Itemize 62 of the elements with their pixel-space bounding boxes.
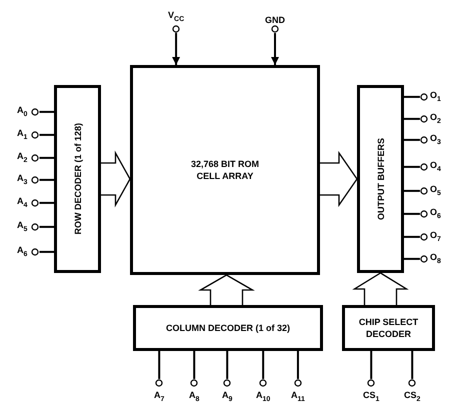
signal-line (39, 202, 54, 204)
arrow (172, 32, 180, 65)
block-label: OUTPUT BUFFERS (374, 138, 386, 220)
signal-line (158, 351, 160, 379)
pin-label: V$_{CC}$ (168, 10, 184, 25)
signal-line (404, 258, 420, 260)
pin-label: A$_{9}$ (222, 390, 232, 405)
pin-label: A$_{4}$ (17, 196, 28, 210)
pin-label: O$_{1}$ (430, 90, 441, 104)
pin-label: A$_{11}$ (291, 390, 305, 405)
pin-label: O$_{7}$ (430, 230, 441, 244)
pin-label: A$_{10}$ (256, 390, 270, 405)
signal-line (411, 351, 414, 379)
signal-line (370, 351, 372, 379)
decoder-block (133, 305, 323, 351)
block-label: ROW DECODER (1 of 128) (72, 123, 84, 235)
signal-line (226, 351, 228, 379)
bus-arrow (198, 274, 255, 306)
pin-label: A$_{0}$ (17, 104, 28, 120)
signal-line (193, 351, 196, 379)
bus-arrow (352, 272, 409, 306)
pin-label: O$_{8}$ (430, 252, 441, 266)
signal-line (39, 178, 54, 181)
pin-label: A$_{5}$ (17, 220, 28, 234)
signal-line (404, 236, 420, 238)
pin-label: O$_{6}$ (430, 206, 441, 222)
pin-label: O$_{4}$ (430, 160, 441, 174)
signal-line (39, 250, 54, 253)
signal-line (404, 166, 420, 168)
memory-array-block (130, 65, 320, 275)
signal-line (39, 226, 54, 228)
signal-line (39, 156, 54, 159)
decoder-block (342, 305, 435, 351)
signal-line (404, 212, 420, 215)
pin-label: A$_{8}$ (189, 390, 200, 405)
arrow (271, 33, 279, 65)
signal-line (404, 190, 420, 192)
block-label: CHIP SELECT DECODER (358, 316, 420, 340)
signal-line (296, 351, 299, 379)
pin-label: CS$_{2}$ (404, 390, 420, 405)
pin-label: A$_{2}$ (17, 150, 28, 166)
pin-label: A$_{6}$ (17, 244, 28, 260)
bus-arrow (319, 150, 358, 208)
pin-label: GND (265, 15, 285, 25)
pin-label: O$_{2}$ (430, 112, 441, 126)
pin-label: A$_{3}$ (17, 172, 28, 188)
signal-line (404, 118, 420, 120)
buffer-block (357, 85, 404, 273)
block-label: COLUMN DECODER (1 of 32) (166, 322, 290, 334)
pin-label: A$_{1}$ (17, 128, 28, 142)
signal-line (262, 351, 264, 379)
pin-label: O$_{5}$ (430, 184, 441, 198)
signal-line (404, 138, 420, 141)
signal-line (404, 96, 420, 98)
signal-line (39, 110, 54, 113)
bus-arrow (100, 150, 131, 208)
pin-label: O$_{3}$ (430, 132, 441, 148)
decoder-block (54, 85, 101, 273)
pin-label: A$_{7}$ (154, 390, 164, 405)
signal-line (39, 134, 54, 136)
block-label: 32,768 BIT ROM CELL ARRAY (190, 158, 260, 182)
pin-label: CS$_{1}$ (363, 390, 380, 405)
